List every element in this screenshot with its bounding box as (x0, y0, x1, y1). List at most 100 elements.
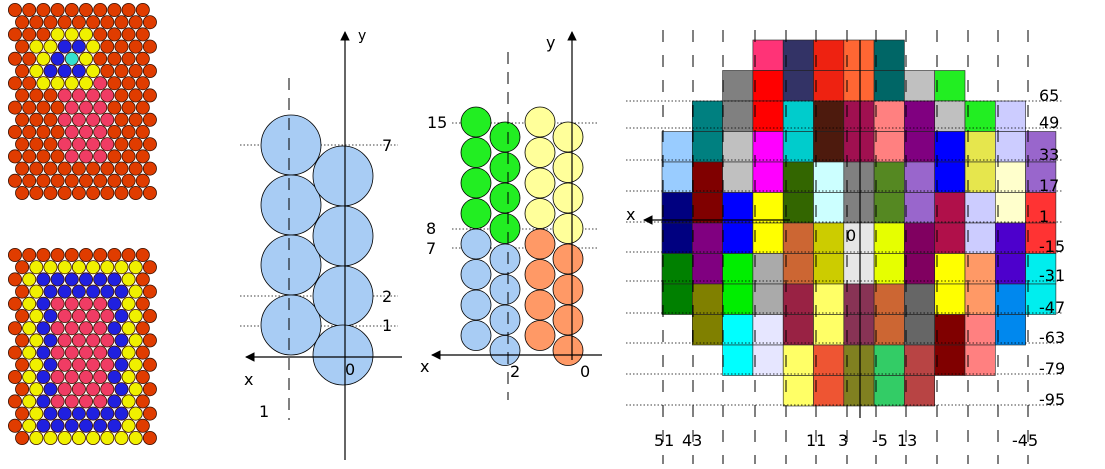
packing-sphere (50, 125, 65, 140)
packing-sphere (36, 100, 51, 115)
grid-cell (691, 253, 723, 285)
grid-cell (752, 314, 784, 346)
packing-sphere (7, 272, 22, 287)
packing-sphere (57, 406, 72, 421)
packing-sphere (107, 296, 122, 311)
grid-cell (1025, 131, 1057, 163)
packing-sphere (29, 357, 44, 372)
packing-sphere (50, 394, 65, 409)
packing-sphere (22, 51, 37, 66)
row-label: -15 (1039, 237, 1065, 256)
packing-sphere (86, 406, 101, 421)
column-label: 11 (806, 431, 826, 450)
packing-sphere (64, 100, 79, 115)
grid-cell (904, 375, 936, 407)
packing-sphere (29, 185, 44, 200)
packing-sphere (43, 308, 58, 323)
packing-sphere (114, 308, 129, 323)
packing-sphere (121, 3, 136, 17)
grid-cell (873, 39, 905, 71)
packing-sphere (57, 39, 72, 54)
grid-cell (813, 39, 845, 71)
row-label: 49 (1039, 113, 1059, 132)
circle (460, 137, 492, 168)
packing-sphere (142, 382, 157, 397)
grid-cell (722, 100, 754, 132)
grid-cell (904, 131, 936, 163)
packing-sphere (114, 137, 129, 152)
grid-cell (782, 161, 814, 193)
grid-cell (661, 283, 693, 315)
circle (524, 106, 556, 138)
grid-cell (691, 100, 723, 132)
grid-cell (934, 222, 966, 254)
packing-sphere (43, 161, 58, 176)
packing-sphere (64, 51, 79, 66)
packing-sphere (7, 125, 22, 140)
grid-cell (964, 314, 996, 346)
packing-sphere (79, 394, 94, 409)
packing-sphere (29, 406, 44, 421)
packing-sphere (93, 100, 108, 115)
grid-cell (1025, 253, 1057, 285)
packing-sphere (57, 333, 72, 348)
grid-cell (934, 344, 966, 376)
grid-cell (752, 253, 784, 285)
packing-sphere (128, 64, 143, 79)
packing-sphere (107, 76, 122, 91)
packing-sphere (57, 308, 72, 323)
packing-sphere (36, 3, 51, 17)
packing-sphere (86, 161, 101, 176)
grid-cell (994, 192, 1026, 224)
packing-sphere (114, 88, 129, 103)
packing-sphere (128, 260, 143, 275)
circle (524, 228, 556, 260)
grid-cell (873, 253, 905, 285)
row-label: -79 (1039, 359, 1065, 378)
packing-sphere (36, 394, 51, 409)
packing-sphere (57, 260, 72, 275)
packing-sphere (107, 247, 122, 262)
packing-sphere (57, 15, 72, 30)
circle (552, 213, 584, 244)
grid-cell (752, 192, 784, 224)
packing-sphere (107, 100, 122, 115)
packing-sphere (114, 15, 129, 30)
packing-sphere (86, 284, 101, 299)
circle (552, 121, 584, 153)
packing-sphere (107, 394, 122, 409)
packing-sphere (43, 357, 58, 372)
grid-cell (994, 283, 1026, 315)
packing-sphere (22, 100, 37, 115)
packing-sphere (128, 112, 143, 127)
packing-sphere (114, 185, 129, 200)
column-label: -5 (872, 431, 888, 450)
packing-sphere (36, 149, 51, 164)
packing-sphere (121, 27, 136, 42)
packing-sphere (107, 149, 122, 164)
packing-sphere (29, 88, 44, 103)
packing-sphere (100, 137, 115, 152)
grid-cell (813, 375, 845, 407)
row-label: 17 (1039, 176, 1059, 195)
packing-sphere (135, 100, 150, 115)
packing-sphere (86, 185, 101, 200)
grid-cell (813, 344, 845, 376)
packing-sphere (79, 418, 94, 433)
packing-sphere (7, 149, 22, 164)
packing-sphere (15, 39, 30, 54)
circle (260, 114, 322, 176)
circle (524, 198, 556, 229)
packing-sphere (36, 173, 51, 188)
circle (489, 243, 521, 275)
grid-cell (964, 100, 996, 132)
circle (552, 304, 584, 336)
packing-sphere (128, 284, 143, 299)
packing-sphere (50, 27, 65, 42)
packing-sphere (71, 284, 86, 299)
grid-cell (934, 70, 966, 102)
grid-cell (934, 100, 966, 132)
packing-sphere (64, 76, 79, 91)
packing-sphere (107, 125, 122, 140)
packing-sphere (79, 125, 94, 140)
